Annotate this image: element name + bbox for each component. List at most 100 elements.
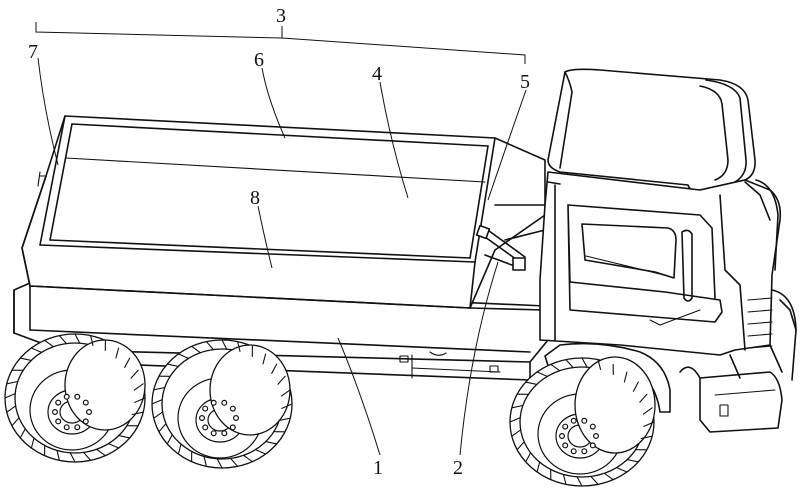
tread-block	[265, 441, 278, 445]
tread-block	[230, 457, 239, 467]
tread-block	[166, 434, 173, 445]
lug-nut	[570, 417, 577, 424]
label-1: 1	[373, 457, 383, 479]
tread-block	[115, 347, 120, 359]
tread-block	[19, 428, 26, 439]
lug-nut	[562, 423, 569, 430]
tread-block	[511, 429, 522, 437]
lug-nut	[63, 424, 70, 431]
tire-treads	[4, 333, 655, 487]
hydraulic-cylinder	[475, 224, 526, 271]
tread-block	[177, 353, 190, 359]
lug-nut	[229, 424, 236, 431]
leader-lines	[35, 22, 527, 456]
tread-block	[153, 411, 164, 419]
tread-block	[166, 363, 179, 367]
tread-block	[158, 423, 167, 433]
label-6: 6	[254, 49, 264, 71]
tread-block	[151, 399, 163, 405]
lug-nut	[558, 433, 565, 440]
tread-block	[6, 380, 19, 385]
lug-nut	[581, 448, 588, 455]
lug-nut	[199, 415, 206, 422]
tread-block	[278, 417, 291, 422]
lug-nut	[82, 399, 89, 406]
tread-block	[74, 333, 81, 344]
lug-nut	[51, 409, 58, 416]
tread-block	[243, 454, 253, 463]
lug-nut	[74, 424, 81, 431]
tread-block	[640, 435, 653, 440]
lug-nut	[592, 433, 599, 440]
label-8: 8	[250, 187, 260, 209]
tread-block	[565, 359, 574, 369]
tread-block	[643, 421, 655, 427]
lug-nut	[55, 399, 62, 406]
tread-block	[509, 417, 521, 423]
lug-nut	[210, 430, 217, 437]
tread-block	[69, 452, 76, 463]
tread-block	[44, 339, 54, 348]
tread-block	[626, 459, 639, 463]
lug-nut	[589, 423, 596, 430]
cab	[539, 68, 797, 433]
tread-block	[536, 461, 541, 473]
tread-block	[597, 359, 602, 371]
dump-box	[21, 115, 546, 309]
tread-block	[280, 389, 291, 397]
tread-block	[118, 435, 131, 439]
lug-nut	[202, 405, 209, 412]
tread-block	[603, 472, 614, 481]
lug-nut	[63, 393, 70, 400]
tread-block	[205, 341, 214, 351]
tread-block	[581, 357, 588, 368]
tread-block	[191, 345, 201, 354]
lug-nut	[570, 448, 577, 455]
tread-block	[131, 411, 144, 416]
tread-block	[642, 407, 653, 415]
tread-block	[516, 441, 525, 451]
lug-nut	[221, 399, 228, 406]
tread-block	[536, 371, 548, 377]
lug-nut	[589, 442, 596, 449]
tread-block	[277, 375, 286, 385]
tread-block	[525, 381, 538, 385]
reference-numerals: 3 7 6 4 5 8 1 2	[28, 5, 530, 479]
tread-block	[281, 403, 293, 409]
tread-block	[525, 452, 532, 463]
tread-block	[124, 357, 131, 368]
tread-block	[96, 448, 106, 457]
tread-block	[6, 405, 17, 413]
tread-block	[177, 443, 182, 455]
label-3: 3	[276, 5, 286, 27]
tread-block	[58, 335, 67, 345]
lug-nut	[85, 409, 92, 416]
tread-block	[133, 383, 144, 391]
tread-block	[56, 449, 60, 461]
tread-block	[4, 393, 16, 399]
tread-block	[153, 386, 166, 391]
tread-block	[623, 371, 628, 383]
tread-block	[271, 363, 278, 374]
tread-block	[237, 341, 241, 353]
label-2: 2	[453, 457, 463, 479]
lug-nut	[202, 424, 209, 431]
tread-block	[83, 451, 92, 461]
tread-block	[262, 353, 267, 365]
tread-block	[90, 335, 94, 347]
lug-nut	[233, 415, 240, 422]
tread-block	[216, 458, 223, 469]
lug-nut	[221, 430, 228, 437]
tread-block	[11, 417, 20, 427]
label-4: 4	[372, 63, 382, 85]
tread-block	[590, 475, 599, 485]
tread-block	[550, 363, 561, 372]
lug-nut	[562, 442, 569, 449]
tread-block	[130, 369, 139, 379]
tread-block	[221, 339, 228, 350]
lug-nut	[55, 418, 62, 425]
lug-nut	[229, 405, 236, 412]
tread-block	[134, 397, 146, 403]
